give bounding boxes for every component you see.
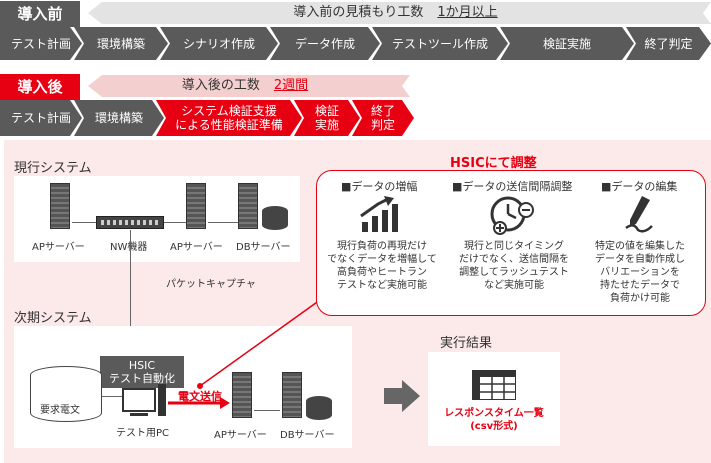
ap-server-1-label: APサーバー [32,242,85,253]
nw-device-icon [96,216,164,229]
link-line [102,396,122,397]
after-step-3: システム検証支援 による性能検証準備 [156,100,302,136]
edit-pen-icon [625,196,653,233]
before-step-3: シナリオ作成 [160,27,278,60]
after-estimate-value: 2週間 [273,78,309,93]
after-step-5: 終了 判定 [352,100,414,136]
growth-chart-icon [360,196,398,232]
before-step-4: データ作成 [270,27,380,60]
next-system-title: 次期システム [14,311,92,326]
col-edit-head: ■データの編集 [601,180,678,193]
result-title: 実行結果 [440,336,493,351]
before-label: 導入前 [0,1,80,27]
ap-server-2-icon [186,183,206,229]
col-interval-text: 現行と同じタイミング だけでなく、送信間隔を 調整してラッシュテスト など実施可… [459,241,569,291]
before-step-1: テスト計画 [0,27,82,60]
capture-line [130,230,131,340]
big-arrow-icon [384,380,420,412]
next-db-server-icon [282,372,302,418]
before-estimate-value: 1か月以上 [437,5,498,20]
link-line [164,222,186,223]
send-arrow-icon [168,397,230,409]
before-step-2: 環境構築 [74,27,168,60]
col-edit-text: 特定の値を編集した データを自動作成し バリエーションを 持たせたデータで 負荷… [595,241,685,304]
hsic-adjust-box [316,170,706,316]
request-message-db-icon [30,366,102,422]
after-estimate-banner: 導入後の工数 2週間 [80,75,410,97]
request-message-label: 要求電文 [40,405,80,416]
nw-device-label: NW機器 [110,242,148,253]
clock-adjust-icon [490,196,534,235]
test-pc-tower-icon [158,384,166,416]
db-server-label: DBサーバー [236,242,291,253]
ap-server-2-label: APサーバー [170,242,223,253]
ap-server-1-icon [50,183,70,229]
test-pc-label: テスト用PC [116,428,170,439]
after-label: 導入後 [0,74,80,100]
after-step-2: 環境構築 [74,100,164,136]
col-amplify-text: 現行負荷の再現だけ でなくデータを増幅して 高負荷やヒートラン テストなど実施可… [327,241,437,291]
col-interval-head: ■データの送信間隔調整 [452,180,573,193]
hsic-automation-tag: HSIC テスト自動化 [100,356,184,388]
col-amplify-head: ■データの増幅 [341,180,418,193]
database-icon [262,206,288,230]
hsic-title: HSICにて調整 [450,156,537,171]
result-text: レスポンスタイム一覧 (csv形式) [444,408,544,432]
send-label: 電文送信 [178,390,222,403]
current-system-title: 現行システム [14,161,92,176]
next-db-server-label: DBサーバー [280,430,335,441]
after-estimate-text: 導入後の工数 [181,78,260,93]
test-pc-stand-icon [130,413,148,416]
link-line [254,410,280,411]
before-step-7: 終了判定 [626,27,711,60]
next-ap-server-label: APサーバー [214,430,267,441]
hsic-connector [197,297,323,389]
next-ap-server-icon [232,372,252,418]
db-server-icon [238,183,258,229]
test-pc-icon [122,388,156,412]
before-step-6: 検証実施 [500,27,634,60]
next-database-icon [306,396,332,420]
after-step-1: テスト計画 [0,100,82,136]
before-step-5: テストツール作成 [372,27,508,60]
link-line [72,222,96,223]
link-line [208,222,238,223]
packet-capture-label: パケットキャプチャ [166,279,256,290]
before-estimate-text: 導入前の見積もり工数 [293,5,424,20]
after-step-4: 検証 実施 [294,100,360,136]
table-icon [472,370,516,400]
before-estimate-banner: 導入前の見積もり工数 1か月以上 [80,2,711,24]
